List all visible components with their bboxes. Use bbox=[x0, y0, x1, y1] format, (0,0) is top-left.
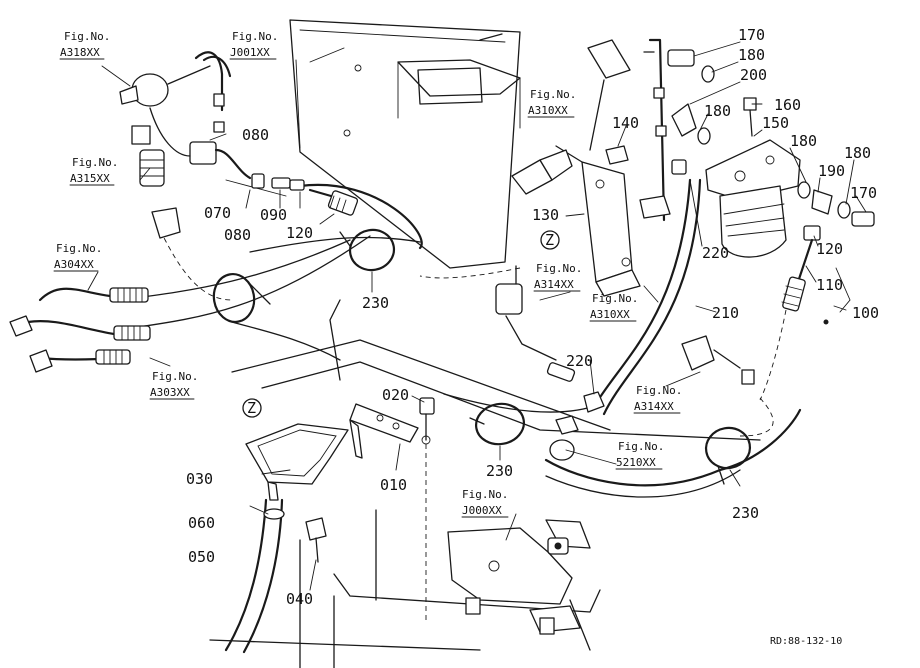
figref-A314XX-upper-label: Fig.No. bbox=[536, 262, 582, 275]
figref-A318XX-code: A318XX bbox=[60, 46, 100, 59]
sensor-valve bbox=[511, 145, 629, 195]
figref-A304XX-code: A304XX bbox=[54, 258, 94, 271]
figref-J001XX-code: J001XX bbox=[230, 46, 270, 59]
figref-A304XX-label: Fig.No. bbox=[56, 242, 102, 255]
view-markers: Z Z bbox=[242, 230, 560, 418]
part-label-120-right: 120 bbox=[816, 240, 843, 258]
fuel-filter-assembly bbox=[667, 49, 875, 258]
part-label-190: 190 bbox=[818, 162, 845, 180]
hose-clamps bbox=[212, 228, 752, 485]
part-label-110: 110 bbox=[816, 276, 843, 294]
figref-A314XX-lower-label: Fig.No. bbox=[636, 384, 682, 397]
part-label-010b: 010 bbox=[380, 476, 407, 494]
figref-J000XX-label: Fig.No. bbox=[462, 488, 508, 501]
part-label-050: 050 bbox=[188, 548, 215, 566]
figref-A310XX-upper-code: A310XX bbox=[528, 104, 568, 117]
part-label-230-c: 230 bbox=[732, 504, 759, 522]
part-label-210: 210 bbox=[712, 304, 739, 322]
part-label-010: 020 bbox=[382, 386, 409, 404]
part-label-150: 150 bbox=[762, 114, 789, 132]
tank-hose bbox=[224, 498, 285, 654]
small-fittings bbox=[251, 173, 359, 216]
part-label-130: 130 bbox=[532, 206, 559, 224]
part-label-100: 100 bbox=[852, 304, 879, 322]
part-label-230-a: 230 bbox=[362, 294, 389, 312]
marker-z-lower-label: Z bbox=[247, 399, 256, 417]
drawing-reference: RD:88-132-10 bbox=[770, 636, 842, 647]
part-label-080-lower: 080 bbox=[224, 226, 251, 244]
part-label-120-left: 120 bbox=[286, 224, 313, 242]
part-label-200: 200 bbox=[740, 66, 767, 84]
figure-reference-labels: Fig.No. A318XX Fig.No. J001XX Fig.No. A3… bbox=[54, 30, 682, 517]
misc-components bbox=[495, 265, 755, 461]
figure-reference-underlines bbox=[53, 58, 681, 518]
part-label-220-upper: 220 bbox=[702, 244, 729, 262]
part-label-180-a: 180 bbox=[738, 46, 765, 64]
figref-A303XX-label: Fig.No. bbox=[152, 370, 198, 383]
part-label-180-c: 180 bbox=[790, 132, 817, 150]
figref-A310XX-lower-label: Fig.No. bbox=[592, 292, 638, 305]
figref-A318XX-label: Fig.No. bbox=[64, 30, 110, 43]
marker-z-lower bbox=[242, 398, 262, 418]
part-label-040: 040 bbox=[286, 590, 313, 608]
fuel-pump-group bbox=[119, 51, 252, 239]
marker-z-upper-label: Z bbox=[545, 231, 554, 249]
return-hose-assembly bbox=[781, 225, 851, 325]
figref-A310XX-upper-label: Fig.No. bbox=[530, 88, 576, 101]
part-label-160: 160 bbox=[774, 96, 801, 114]
marker-z-upper bbox=[540, 230, 560, 250]
figref-J001XX-label: Fig.No. bbox=[232, 30, 278, 43]
filter-pipes bbox=[639, 38, 687, 222]
leader-lines bbox=[87, 41, 867, 591]
part-label-140: 140 bbox=[612, 114, 639, 132]
part-label-170-right: 170 bbox=[850, 184, 877, 202]
figref-A310XX-lower-code: A310XX bbox=[590, 308, 630, 321]
part-label-230-b: 230 bbox=[486, 462, 513, 480]
figref-5210XX-code: 5210XX bbox=[616, 456, 656, 469]
mounting-bracket bbox=[349, 403, 419, 459]
filter-bracket bbox=[555, 39, 641, 297]
part-label-080-upper: 080 bbox=[242, 126, 269, 144]
part-label-070: 070 bbox=[204, 204, 231, 222]
part-label-170-top: 170 bbox=[738, 26, 765, 44]
bolts bbox=[305, 397, 435, 620]
figref-J000XX-code: J000XX bbox=[462, 504, 502, 517]
part-label-090: 090 bbox=[260, 206, 287, 224]
figref-A314XX-upper-code: A314XX bbox=[534, 278, 574, 291]
part-label-030: 030 bbox=[186, 470, 213, 488]
part-label-180-d: 180 bbox=[844, 144, 871, 162]
figref-A303XX-code: A303XX bbox=[150, 386, 190, 399]
figref-A315XX-label: Fig.No. bbox=[72, 156, 118, 169]
left-hose-assembly bbox=[9, 287, 151, 373]
figref-A315XX-code: A315XX bbox=[70, 172, 110, 185]
fuel-filler-funnel bbox=[245, 423, 349, 501]
part-label-060: 060 bbox=[188, 514, 215, 532]
part-label-220-lower: 220 bbox=[566, 352, 593, 370]
part-number-labels: 020 010 030 040 050 060 070 080 080 090 … bbox=[186, 26, 879, 608]
floor-bracket bbox=[447, 527, 581, 635]
figref-A314XX-lower-code: A314XX bbox=[634, 400, 674, 413]
part-label-180-b: 180 bbox=[704, 102, 731, 120]
figref-5210XX-label: Fig.No. bbox=[618, 440, 664, 453]
